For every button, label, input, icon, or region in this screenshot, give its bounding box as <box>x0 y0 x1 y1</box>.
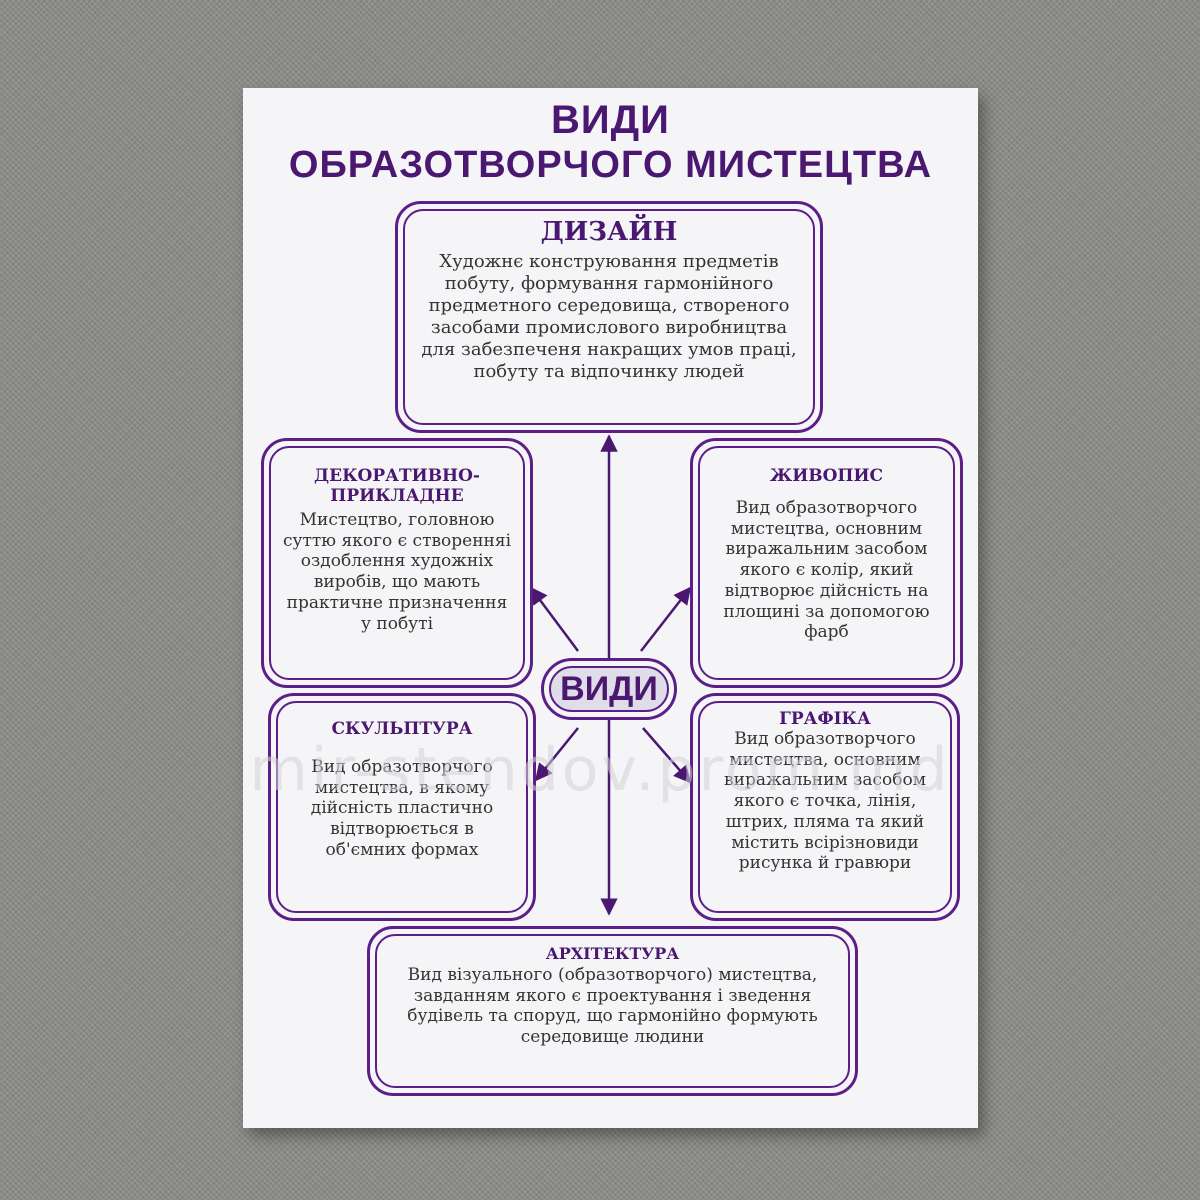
decorative-title: ДЕКОРАТИВНО-ПРИКЛАДНЕ <box>314 466 480 506</box>
poster-title-line-2: ОБРАЗОТВОРЧОГО МИСТЕЦТВА <box>288 144 933 186</box>
painting-box: ЖИВОПИС Вид образотворчого мистецтва, ос… <box>690 438 963 688</box>
arrow-to-sculpture <box>534 727 579 782</box>
arrow-to-decorative <box>529 586 580 652</box>
architecture-text: Вид візуального (образотворчого) мистецт… <box>407 965 818 1048</box>
design-text: Художнє конструювання предметів побуту, … <box>421 251 797 382</box>
arrow-to-graphics <box>642 727 692 784</box>
painting-title: ЖИВОПИС <box>769 466 884 486</box>
poster-title-line-1: ВИДИ <box>551 98 670 142</box>
architecture-title: АРХІТЕКТУРА <box>545 944 680 963</box>
graphics-box: ГРАФІКА Вид образотворчого мистецтва, ос… <box>690 693 960 921</box>
graphics-title: ГРАФІКА <box>779 709 871 729</box>
center-label: ВИДИ <box>560 669 658 708</box>
design-box: ДИЗАЙН Художнє конструювання предметів п… <box>395 201 823 433</box>
poster: ВИДИ ОБРАЗОТВОРЧОГО МИСТЕЦТВА ДИЗАЙН Худ… <box>243 88 978 1128</box>
decorative-text: Мистецтво, головною суттю якого є створе… <box>282 510 512 634</box>
sculpture-box: СКУЛЬПТУРА Вид образотворчого мистецтва,… <box>268 693 536 921</box>
painting-text: Вид образотворчого мистецтва, основним в… <box>723 498 930 643</box>
arrow-to-painting <box>640 586 692 652</box>
design-title: ДИЗАЙН <box>540 217 678 247</box>
sculpture-text: Вид образотворчого мистецтва, в якому ді… <box>310 757 494 860</box>
architecture-box: АРХІТЕКТУРА Вид візуального (образотворч… <box>367 926 858 1096</box>
decorative-box: ДЕКОРАТИВНО-ПРИКЛАДНЕ Мистецтво, головно… <box>261 438 533 688</box>
sculpture-title: СКУЛЬПТУРА <box>331 719 473 739</box>
graphics-text: Вид образотворчого мистецтва, основним в… <box>724 729 926 874</box>
center-node: ВИДИ <box>541 658 677 720</box>
